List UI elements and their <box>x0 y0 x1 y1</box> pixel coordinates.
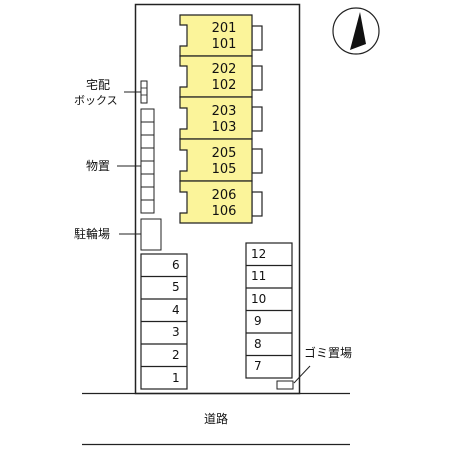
parking-slot-4: 4 <box>172 303 180 317</box>
parking-block-right <box>245 242 293 379</box>
building <box>179 14 263 224</box>
label-delivery-box-line1: 宅配 <box>86 78 111 92</box>
delivery-box <box>140 80 148 104</box>
label-garbage: ゴミ置場 <box>304 346 353 360</box>
storage-column <box>140 108 155 214</box>
unit-206-106 <box>179 180 263 224</box>
unit-205-105 <box>179 138 263 182</box>
unit-label-202: 202 <box>211 62 237 77</box>
north-arrow-icon <box>332 7 380 55</box>
parking-slot-2: 2 <box>172 348 180 362</box>
unit-label-105: 105 <box>211 162 237 177</box>
unit-label-203: 203 <box>211 104 237 119</box>
unit-label-101: 101 <box>211 37 237 52</box>
parking-slot-10: 10 <box>251 292 267 306</box>
label-road: 道路 <box>204 412 229 426</box>
parking-slot-7: 7 <box>254 359 262 373</box>
unit-label-102: 102 <box>211 78 237 93</box>
label-storage: 物置 <box>86 159 111 173</box>
unit-203-103 <box>179 96 263 140</box>
unit-label-201: 201 <box>211 21 237 36</box>
unit-label-205: 205 <box>211 146 237 161</box>
unit-label-103: 103 <box>211 120 237 135</box>
leader-garbage <box>293 365 311 384</box>
unit-201-101 <box>179 14 263 57</box>
parking-slot-5: 5 <box>172 280 180 294</box>
parking-slot-1: 1 <box>172 371 180 385</box>
unit-label-106: 106 <box>211 204 237 219</box>
label-delivery-box-line2: ボックス <box>74 94 118 107</box>
bicycle-parking <box>140 218 162 251</box>
parking-slot-9: 9 <box>254 314 262 328</box>
parking-slot-12: 12 <box>251 247 267 261</box>
label-bicycle-parking: 駐輪場 <box>74 227 111 241</box>
parking-slot-6: 6 <box>172 258 180 272</box>
unit-label-206: 206 <box>211 188 237 203</box>
parking-slot-8: 8 <box>254 337 262 351</box>
unit-202-102 <box>179 55 263 98</box>
garbage-area <box>276 380 294 390</box>
parking-block-left <box>140 253 188 390</box>
parking-slot-3: 3 <box>172 325 180 339</box>
parking-slot-11: 11 <box>251 269 267 283</box>
